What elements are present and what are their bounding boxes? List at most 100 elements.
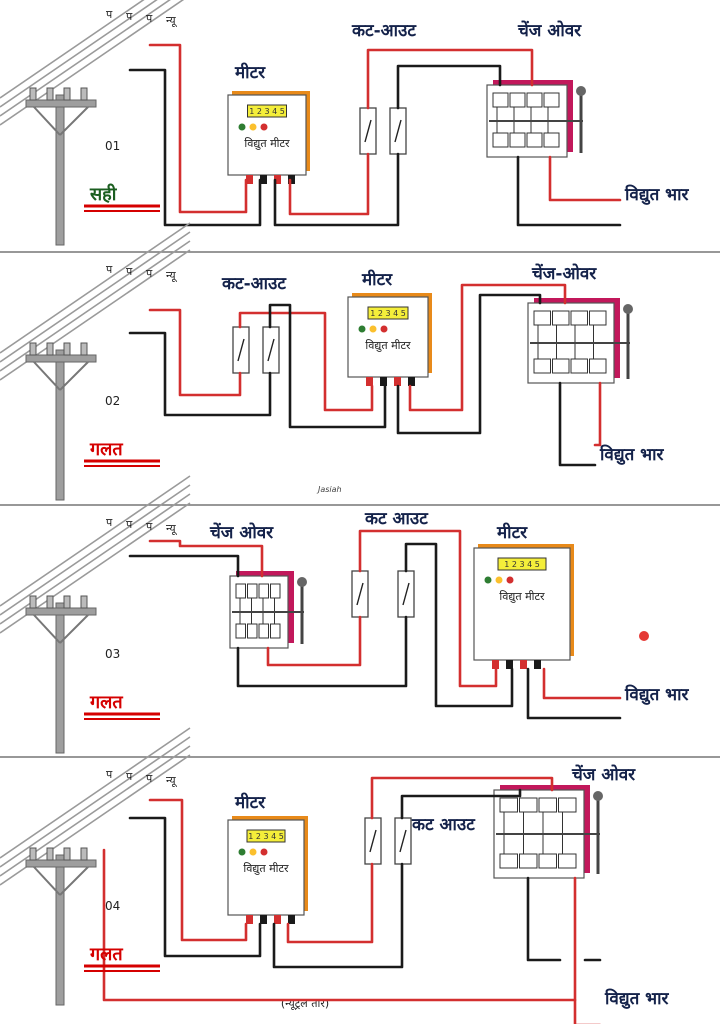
fuse-element — [402, 582, 410, 606]
fuse-element — [394, 119, 402, 143]
phase-label: प — [126, 10, 133, 23]
switch-slot — [235, 623, 246, 639]
insulator — [46, 342, 54, 356]
switch-slot — [533, 358, 551, 374]
meter-led — [495, 576, 503, 584]
insulator — [63, 847, 71, 861]
insulator — [63, 87, 71, 101]
meter-reading: 1 2 3 4 5 — [370, 309, 406, 318]
phase-label: प — [146, 772, 153, 785]
live-wire — [366, 48, 534, 110]
meter-led — [260, 848, 268, 856]
phase-label: प — [106, 516, 113, 529]
live-wire — [148, 43, 248, 214]
neutral-wire — [128, 816, 262, 958]
label-cutout: कट-आउट — [221, 274, 287, 294]
switch-slot — [533, 310, 551, 326]
neutral-wire — [526, 876, 562, 962]
insulator — [63, 342, 71, 356]
switch-slot — [558, 797, 577, 813]
pole-brace — [59, 866, 89, 896]
neutral-wire — [273, 152, 400, 227]
phase-label: प — [146, 267, 153, 280]
verdict-wrong: गलत — [89, 692, 123, 713]
fuse-element — [369, 829, 377, 853]
switch-slot — [492, 132, 509, 148]
phase-label: न्यू — [166, 774, 178, 788]
switch-slot — [526, 132, 543, 148]
pole-post — [55, 94, 65, 246]
meter-body-label: विद्युत मीटर — [365, 339, 411, 352]
pole-brace — [33, 866, 61, 896]
switch-slot — [235, 583, 246, 599]
pole-crossarm — [25, 99, 97, 108]
overhead-line — [0, 736, 191, 868]
neutral-wire — [516, 155, 622, 227]
meter-led — [249, 123, 257, 131]
phase-label: प — [106, 263, 113, 276]
verdict-wrong: गलत — [89, 944, 123, 965]
meter-terminal — [520, 660, 527, 669]
meter-display — [367, 306, 409, 320]
insulator — [29, 342, 37, 356]
fuse-element — [267, 338, 275, 362]
insulator — [80, 595, 88, 609]
pole-brace — [59, 106, 89, 136]
neutral-wire — [396, 293, 542, 435]
label-load: विद्युत भार — [624, 184, 690, 205]
meter-display — [246, 829, 286, 843]
insulator — [80, 847, 88, 861]
meter-terminal — [274, 175, 281, 184]
pole-brace — [59, 614, 89, 644]
insulator — [29, 847, 37, 861]
switch-knob — [593, 791, 603, 801]
overhead-line — [0, 222, 191, 354]
phase-label: प — [126, 518, 133, 531]
neutral-wire-shared — [102, 848, 577, 1002]
verdict-correct: सही — [89, 183, 118, 205]
label-cutout: कट आउट — [411, 815, 476, 835]
switch-slot — [258, 623, 269, 639]
label-changeover: चेंज ओवर — [209, 522, 274, 543]
overhead-line — [0, 231, 191, 363]
meter-led — [484, 576, 492, 584]
neutral-wire — [396, 64, 502, 110]
switch-slot — [509, 92, 526, 108]
overhead-line — [0, 0, 158, 108]
meter-led — [260, 123, 268, 131]
live-wire — [148, 308, 242, 397]
fuse-element — [356, 582, 364, 606]
phase-label: प — [126, 265, 133, 278]
neutral-wire — [400, 788, 522, 820]
meter-led — [238, 848, 246, 856]
switch-slot — [552, 358, 570, 374]
neutral-wire — [128, 554, 240, 578]
switch-slot — [526, 92, 543, 108]
meter-led — [506, 576, 514, 584]
pole-post — [55, 854, 65, 1006]
panel-number: 02 — [105, 394, 120, 408]
overhead-line — [0, 475, 191, 607]
meter-terminal — [260, 915, 267, 924]
phase-label: न्यू — [166, 14, 178, 28]
switch-slot — [519, 797, 538, 813]
switch-slot — [589, 358, 607, 374]
meter-display — [497, 557, 547, 571]
label-changeover: चेंज ओवर — [517, 20, 582, 41]
switch-knob — [297, 577, 307, 587]
insulator — [29, 595, 37, 609]
pole-post — [55, 602, 65, 754]
neutral-wire — [558, 381, 597, 467]
switch-slot — [570, 310, 588, 326]
pole-crossarm — [25, 859, 97, 868]
switch-slot — [270, 583, 281, 599]
live-wire — [548, 155, 622, 202]
switch-slot — [499, 797, 518, 813]
switch-slot — [543, 132, 560, 148]
label-load: विद्युत भार — [624, 684, 690, 705]
panel-number: 04 — [105, 899, 120, 913]
switch-knob — [576, 86, 586, 96]
live-wire — [238, 311, 374, 412]
meter-terminal — [492, 660, 499, 669]
